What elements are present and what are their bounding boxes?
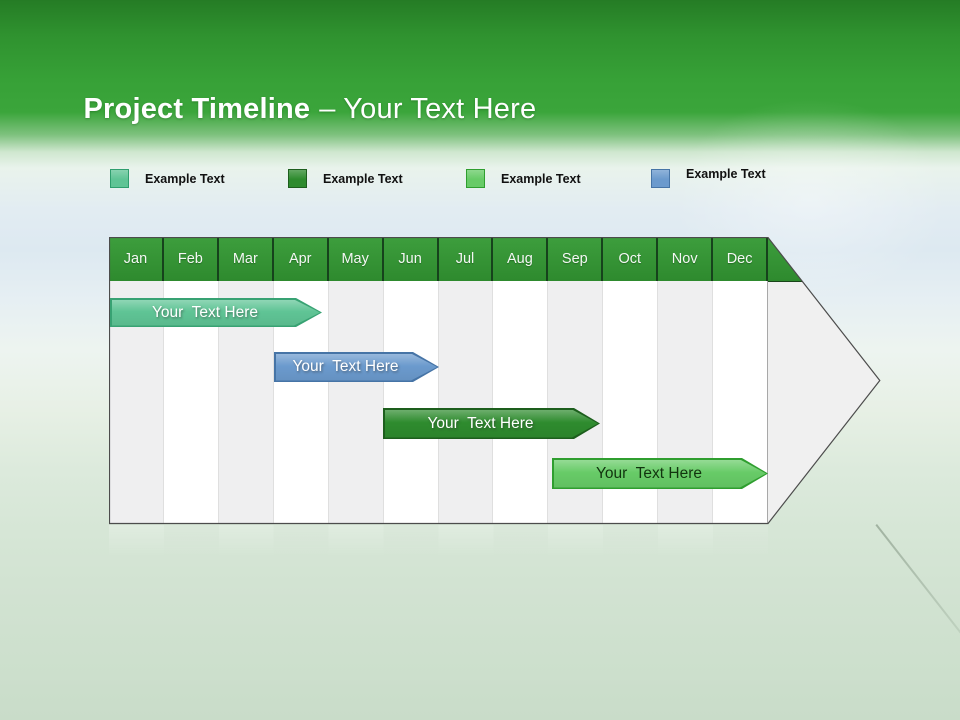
gantt-bar-4[interactable]: Your Text Here [552, 458, 768, 489]
month-cell-oct: Oct [603, 237, 659, 281]
gantt-bar-1-fill [112, 300, 321, 326]
legend-item-1[interactable]: Example Text [110, 169, 225, 188]
month-cell-apr: Apr [274, 237, 329, 281]
gantt-bar-2-label: Your Text Here [292, 358, 399, 375]
legend-swatch-blue-icon [651, 169, 670, 188]
legend-label: Example Text [145, 171, 225, 186]
legend-swatch-mint-icon [110, 169, 129, 188]
month-header-row: Jan Feb Mar Apr May Jun Jul Aug Sep Oct … [109, 237, 769, 281]
gantt-bar-4-label: Your Text Here [596, 464, 702, 482]
timeline-arrow-shape[interactable]: Jan Feb Mar Apr May Jun Jul Aug Sep Oct … [109, 237, 881, 525]
slide-title-sub: – Your Text Here [319, 93, 537, 125]
month-cell-feb: Feb [164, 237, 219, 281]
table-reflection [109, 525, 768, 557]
slide-title-main: Project Timeline [83, 93, 311, 125]
month-cell-mar: Mar [219, 237, 274, 281]
month-cell-jan: Jan [109, 237, 164, 281]
gantt-bar-2[interactable]: Your Text Here [274, 352, 439, 382]
month-cell-aug: Aug [493, 237, 549, 281]
gantt-bar-2-fill [276, 354, 438, 381]
gantt-bar-1[interactable]: Your Text Here [110, 298, 322, 327]
legend-label: Example Text [686, 166, 766, 181]
month-cell-jul: Jul [439, 237, 494, 281]
slide-title[interactable]: Project Timeline– Your Text Here [67, 60, 537, 126]
arrow-edge-reflection [875, 524, 960, 666]
legend-label: Example Text [501, 171, 581, 186]
month-cell-jun: Jun [384, 237, 439, 281]
legend-swatch-darkgreen-icon [288, 169, 307, 188]
legend-item-2[interactable]: Example Text [288, 169, 403, 188]
legend-label: Example Text [323, 171, 403, 186]
legend-swatch-lightgreen-icon [466, 169, 485, 188]
legend-item-3[interactable]: Example Text [466, 169, 581, 188]
month-cell-sep: Sep [548, 237, 604, 281]
month-cell-nov: Nov [658, 237, 714, 281]
month-cell-may: May [329, 237, 384, 281]
gantt-bar-3-fill [385, 410, 599, 438]
month-cell-dec: Dec [713, 237, 769, 281]
gantt-bar-3[interactable]: Your Text Here [383, 408, 600, 439]
legend-item-4[interactable]: Example Text [651, 166, 766, 188]
gantt-bar-1-label: Your Text Here [152, 303, 258, 321]
gantt-bar-3-label: Your Text Here [427, 414, 534, 432]
gantt-bar-4-fill [554, 460, 767, 488]
